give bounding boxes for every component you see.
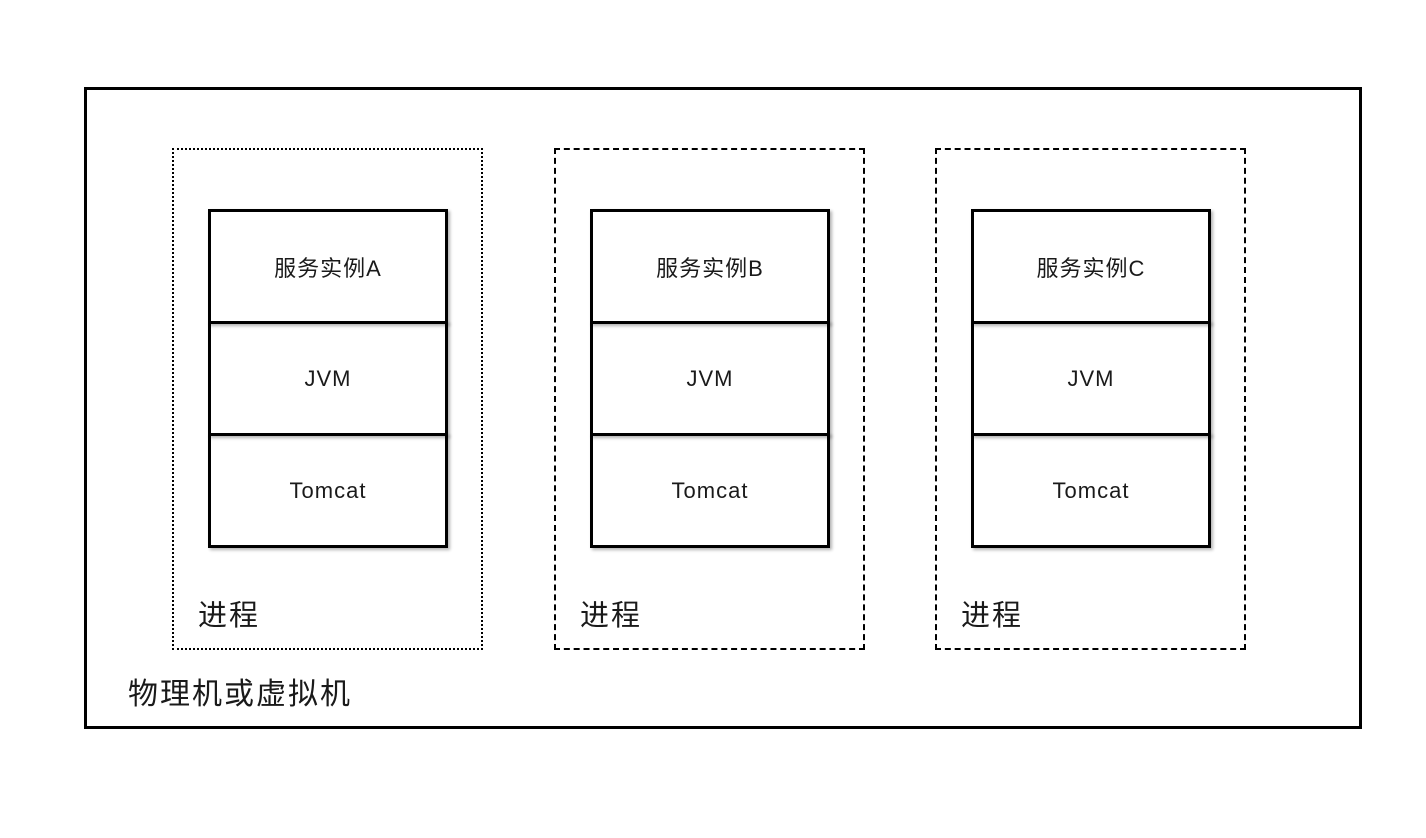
jvm-a-label: JVM bbox=[304, 365, 352, 391]
process-box-c: 服务实例C JVM Tomcat 进程 bbox=[935, 148, 1246, 650]
process-a-label: 进程 bbox=[198, 600, 261, 632]
tomcat-box-b: Tomcat bbox=[590, 433, 830, 548]
process-box-b: 服务实例B JVM Tomcat 进程 bbox=[554, 148, 865, 650]
machine-label: 物理机或虚拟机 bbox=[128, 678, 352, 711]
process-box-a: 服务实例A JVM Tomcat 进程 bbox=[172, 148, 483, 650]
jvm-box-b: JVM bbox=[590, 321, 830, 436]
stack-b: 服务实例B JVM Tomcat bbox=[590, 209, 830, 548]
process-b-label: 进程 bbox=[580, 600, 643, 632]
service-instance-c-label: 服务实例C bbox=[1036, 255, 1146, 281]
jvm-box-c: JVM bbox=[971, 321, 1211, 436]
tomcat-box-c: Tomcat bbox=[971, 433, 1211, 548]
service-instance-a-label: 服务实例A bbox=[274, 255, 382, 281]
tomcat-b-label: Tomcat bbox=[671, 477, 749, 503]
jvm-box-a: JVM bbox=[208, 321, 448, 436]
tomcat-box-a: Tomcat bbox=[208, 433, 448, 548]
physical-or-vm-box: 服务实例A JVM Tomcat 进程 服务实例B JVM bbox=[84, 87, 1362, 729]
jvm-c-label: JVM bbox=[1067, 365, 1115, 391]
service-instance-c-box: 服务实例C bbox=[971, 209, 1211, 324]
stack-a: 服务实例A JVM Tomcat bbox=[208, 209, 448, 548]
jvm-b-label: JVM bbox=[686, 365, 734, 391]
service-instance-a-box: 服务实例A bbox=[208, 209, 448, 324]
process-c-label: 进程 bbox=[961, 600, 1024, 632]
service-instance-b-label: 服务实例B bbox=[656, 255, 764, 281]
tomcat-a-label: Tomcat bbox=[289, 477, 367, 503]
stack-c: 服务实例C JVM Tomcat bbox=[971, 209, 1211, 548]
tomcat-c-label: Tomcat bbox=[1052, 477, 1130, 503]
service-instance-b-box: 服务实例B bbox=[590, 209, 830, 324]
